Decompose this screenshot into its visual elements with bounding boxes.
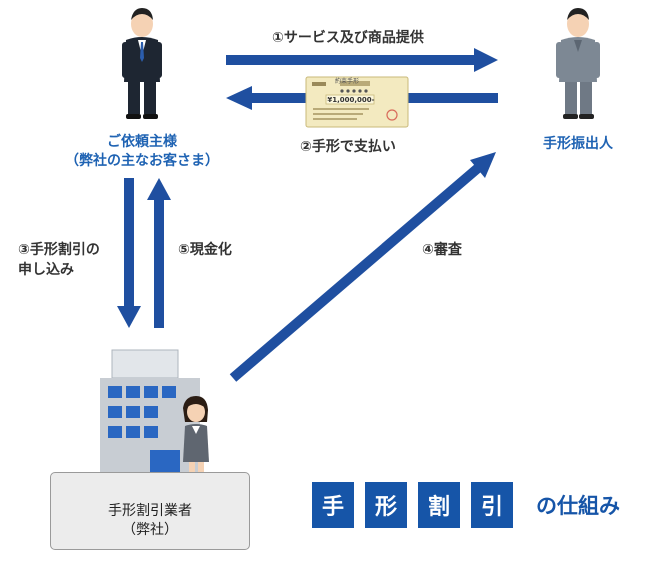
step-4-label: ④審査 [422, 242, 462, 258]
issuer-worker-icon [556, 8, 600, 119]
arrow-service-to-issuer [226, 48, 498, 72]
step-3-label-line2: 申し込み [18, 262, 74, 278]
company-label-line1: 手形割引業者 [108, 503, 192, 519]
arrow-cash-up [147, 178, 171, 328]
step-2-label: ②手形で支払い [300, 139, 396, 155]
title-char-3: 割 [418, 482, 460, 528]
issuer-label: 手形振出人 [543, 136, 613, 152]
arrow-apply-down [117, 178, 141, 328]
step-1-label: ①サービス及び商品提供 [272, 30, 424, 46]
client-label: ご依頼主様 （弊社の主なお客さま） [52, 133, 232, 171]
title-char-4: 引 [471, 482, 513, 528]
title-char-2: 形 [365, 482, 407, 528]
step-3-label: ③手形割引の 申し込み [18, 240, 100, 280]
note-amount: ¥1,000,000- [327, 96, 375, 104]
note-header: 約束手形 [335, 78, 360, 85]
client-businessman-icon [122, 8, 162, 119]
company-box [50, 472, 250, 550]
promissory-note-icon [305, 76, 409, 128]
staff-woman-icon [183, 396, 209, 480]
title-suffix: の仕組み [536, 494, 620, 518]
client-label-line1: ご依頼主様 [107, 134, 177, 150]
title-char-1: 手 [312, 482, 354, 528]
client-label-line2: （弊社の主なお客さま） [65, 153, 219, 169]
step-3-label-line1: ③手形割引の [18, 242, 100, 258]
company-label: 手形割引業者 （弊社） [50, 502, 250, 540]
arrow-review-diagonal [229, 152, 496, 382]
step-5-label: ⑤現金化 [178, 242, 232, 258]
company-label-line2: （弊社） [122, 522, 178, 538]
